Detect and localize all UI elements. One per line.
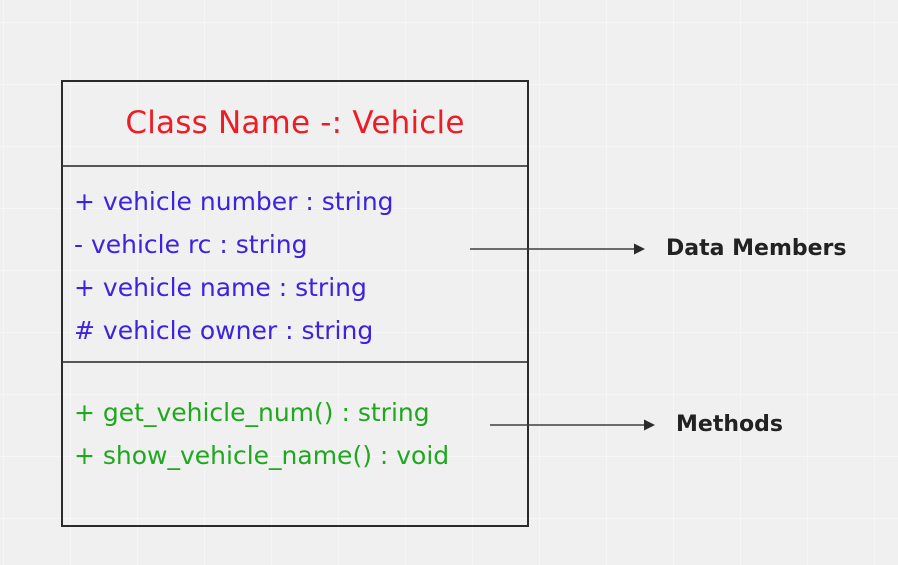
method-row: + get_vehicle_num() : string [74, 398, 430, 427]
class-name-compartment: Class Name -: Vehicle [63, 82, 527, 167]
method-row: + show_vehicle_name() : void [74, 441, 450, 470]
annotation-methods: Methods [490, 413, 783, 437]
uml-class-box[interactable]: Class Name -: Vehicle + vehicle number :… [61, 80, 529, 527]
annotation-data-members: Data Members [470, 237, 846, 261]
data-member-row: + vehicle name : string [74, 273, 367, 302]
data-member-row: + vehicle number : string [74, 187, 394, 216]
arrow-right-icon [470, 243, 645, 255]
data-member-row: - vehicle rc : string [74, 230, 308, 259]
arrow-right-icon [490, 419, 655, 431]
class-name-label: Class Name -: Vehicle [125, 105, 465, 141]
annotation-methods-label: Methods [676, 412, 783, 437]
methods-compartment: + get_vehicle_num() : string + show_vehi… [63, 363, 527, 525]
data-member-row: # vehicle owner : string [74, 316, 374, 345]
annotation-data-members-label: Data Members [666, 236, 847, 261]
data-members-compartment: + vehicle number : string - vehicle rc :… [63, 167, 527, 363]
